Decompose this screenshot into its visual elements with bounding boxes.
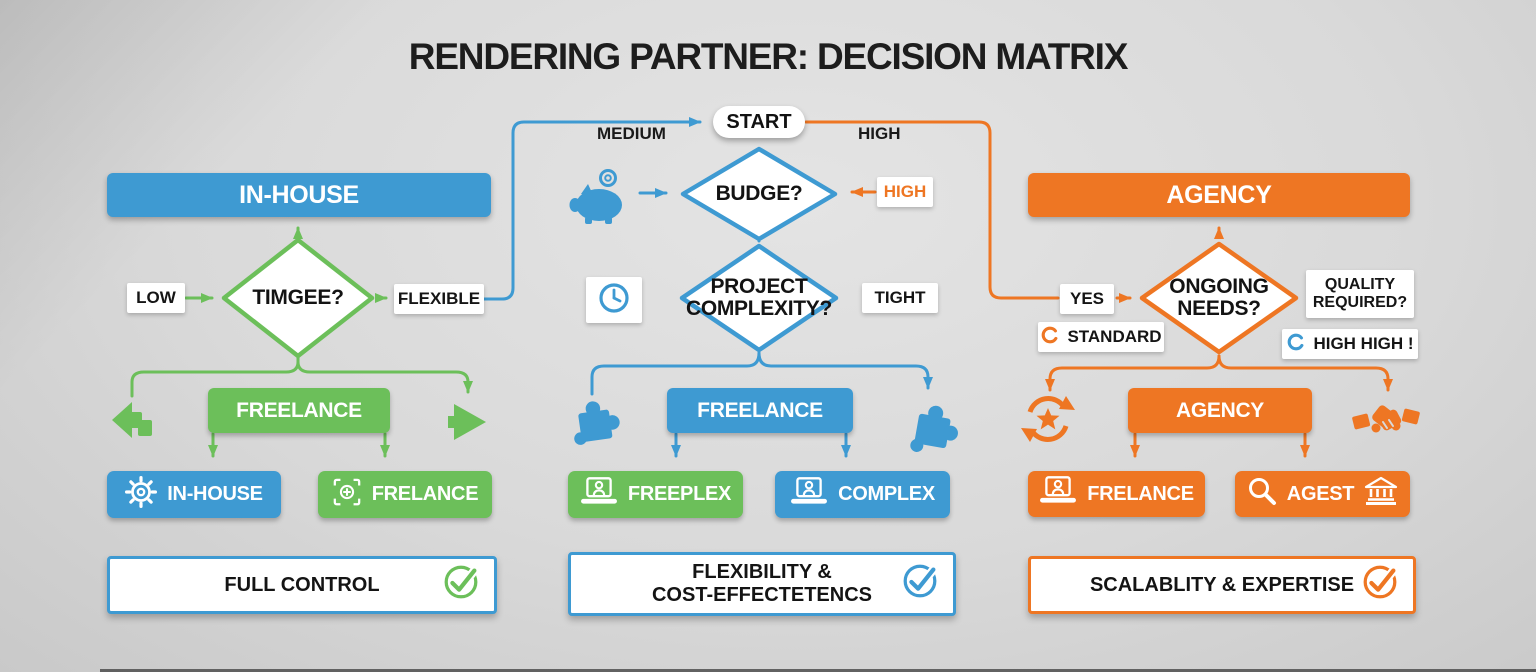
bank-icon xyxy=(1364,476,1398,512)
label-tight: TIGHT xyxy=(862,283,938,313)
label-high-input: HIGH xyxy=(877,177,933,207)
clock-icon xyxy=(596,280,632,321)
inhouse-header: IN-HOUSE xyxy=(107,173,491,217)
clock-card xyxy=(586,277,642,323)
label-quality-required: QUALITY REQUIRED? xyxy=(1306,270,1414,318)
start-node: START xyxy=(713,106,805,138)
label-yes: YES xyxy=(1060,284,1114,314)
ring-icon xyxy=(1040,325,1060,350)
option-frelance: FRELANCE xyxy=(318,471,492,518)
inhouse-freelance-bar: FREELANCE xyxy=(208,388,390,433)
gear-icon xyxy=(125,475,158,514)
laptop-user-icon xyxy=(790,476,828,514)
laptop-user-icon xyxy=(1039,475,1077,513)
option-freeplex: FREEPLEX xyxy=(568,471,743,518)
page-title: RENDERING PARTNER: DECISION MATRIX xyxy=(408,36,1129,77)
forward-arrow-icon xyxy=(448,402,488,447)
label-standard: STANDARD xyxy=(1038,322,1164,352)
check-circle-icon xyxy=(1359,561,1401,609)
magnifier-icon xyxy=(1247,476,1277,512)
option-complex: COMPLEX xyxy=(775,471,950,518)
puzzle-icon xyxy=(562,388,628,458)
option-inhouse: IN-HOUSE xyxy=(107,471,281,518)
check-circle-icon xyxy=(440,561,482,609)
handshake-icon xyxy=(1352,398,1420,449)
option-frelance-agency: FRELANCE xyxy=(1028,471,1205,517)
branch-label-high: HIGH xyxy=(858,124,901,143)
sync-star-icon xyxy=(1020,392,1076,451)
laptop-user-icon xyxy=(580,476,618,514)
label-high-high: HIGH HIGH ! xyxy=(1282,329,1418,359)
budget-result: FLEXIBILITY & COST-EFFECTETENCS xyxy=(568,552,956,616)
undo-arrow-icon xyxy=(108,400,156,449)
budget-diamond: BUDGE? xyxy=(679,145,839,243)
agency-header: AGENCY xyxy=(1028,173,1410,217)
bottom-edge-strip xyxy=(100,669,1536,672)
piggy-bank-icon xyxy=(568,166,632,231)
check-circle-icon xyxy=(899,560,941,608)
inhouse-result: FULL CONTROL xyxy=(107,556,497,614)
budget-freelance-bar: FREELANCE xyxy=(667,388,853,433)
ring-icon xyxy=(1286,332,1306,357)
timeline-diamond: TIMGEE? xyxy=(220,236,376,360)
label-flexible: FLEXIBLE xyxy=(394,284,484,314)
option-agest: AGEST xyxy=(1235,471,1410,517)
agency-bar: AGENCY xyxy=(1128,388,1312,433)
puzzle-icon xyxy=(898,391,968,465)
focus-target-icon xyxy=(332,477,362,513)
agency-result: SCALABLITY & EXPERTISE xyxy=(1028,556,1416,614)
branch-label-medium: MEDIUM xyxy=(597,124,666,143)
label-low: LOW xyxy=(127,283,185,313)
